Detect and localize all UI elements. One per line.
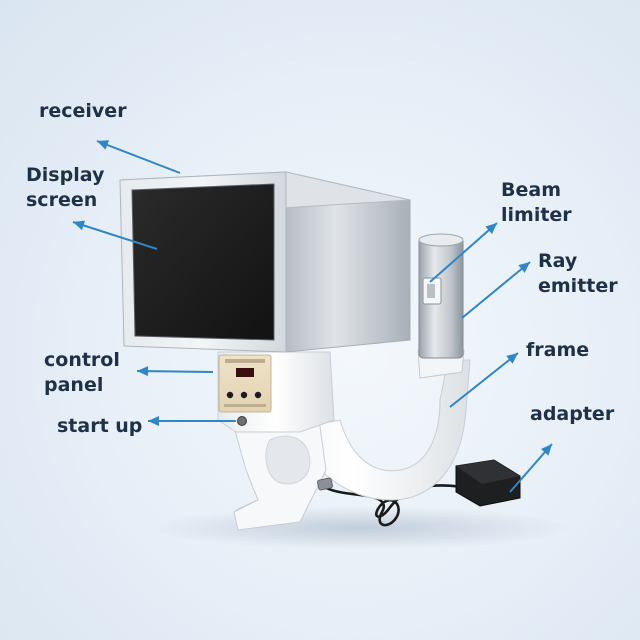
- base-opening: [265, 435, 311, 485]
- label-adapter: adapter: [530, 403, 615, 425]
- arrow-ray-emitter-line: [461, 261, 531, 319]
- control-panel-title-strip: [225, 359, 265, 363]
- power-adapter-top: [456, 460, 520, 484]
- label-ray-emitter: Ray emitter: [538, 250, 618, 297]
- cable-connector: [317, 477, 333, 491]
- arrow-control-panel-head: [137, 366, 149, 377]
- control-panel-footer-strip: [224, 404, 266, 407]
- arrow-control-panel-line: [136, 370, 214, 373]
- arrow-adapter-head: [540, 444, 552, 456]
- ray-emitter-top: [418, 233, 464, 247]
- label-display-screen: Display screen: [26, 164, 105, 211]
- arrow-beam-limiter-line: [429, 222, 498, 283]
- arrow-beam-limiter-head: [485, 223, 497, 235]
- beam-limiter-slot: [427, 284, 435, 298]
- arrow-receiver-line: [96, 140, 181, 174]
- arrow-receiver-head: [97, 140, 110, 150]
- control-panel-display: [236, 368, 254, 377]
- annotation-arrows: [72, 140, 553, 493]
- label-control-panel: control panel: [44, 349, 120, 396]
- control-knob-middle: [240, 391, 248, 399]
- label-frame: frame: [526, 339, 590, 361]
- control-knob-right: [254, 391, 262, 399]
- control-knob-left: [226, 391, 234, 399]
- label-receiver: receiver: [39, 100, 127, 122]
- start-up-switch: [237, 416, 247, 426]
- label-beam-limiter: Beam limiter: [501, 179, 572, 226]
- label-start-up: start up: [57, 415, 143, 437]
- arrow-display-screen-head: [73, 220, 86, 231]
- arrow-frame-head: [506, 353, 518, 364]
- arrow-frame-line: [449, 352, 519, 408]
- arrow-start-up-head: [148, 416, 159, 426]
- ground-shadow: [150, 506, 570, 550]
- arrow-ray-emitter-head: [518, 262, 530, 273]
- control-panel-plate: [218, 354, 272, 413]
- display-screen-panel: [131, 183, 275, 341]
- arrow-display-screen-line: [72, 221, 158, 250]
